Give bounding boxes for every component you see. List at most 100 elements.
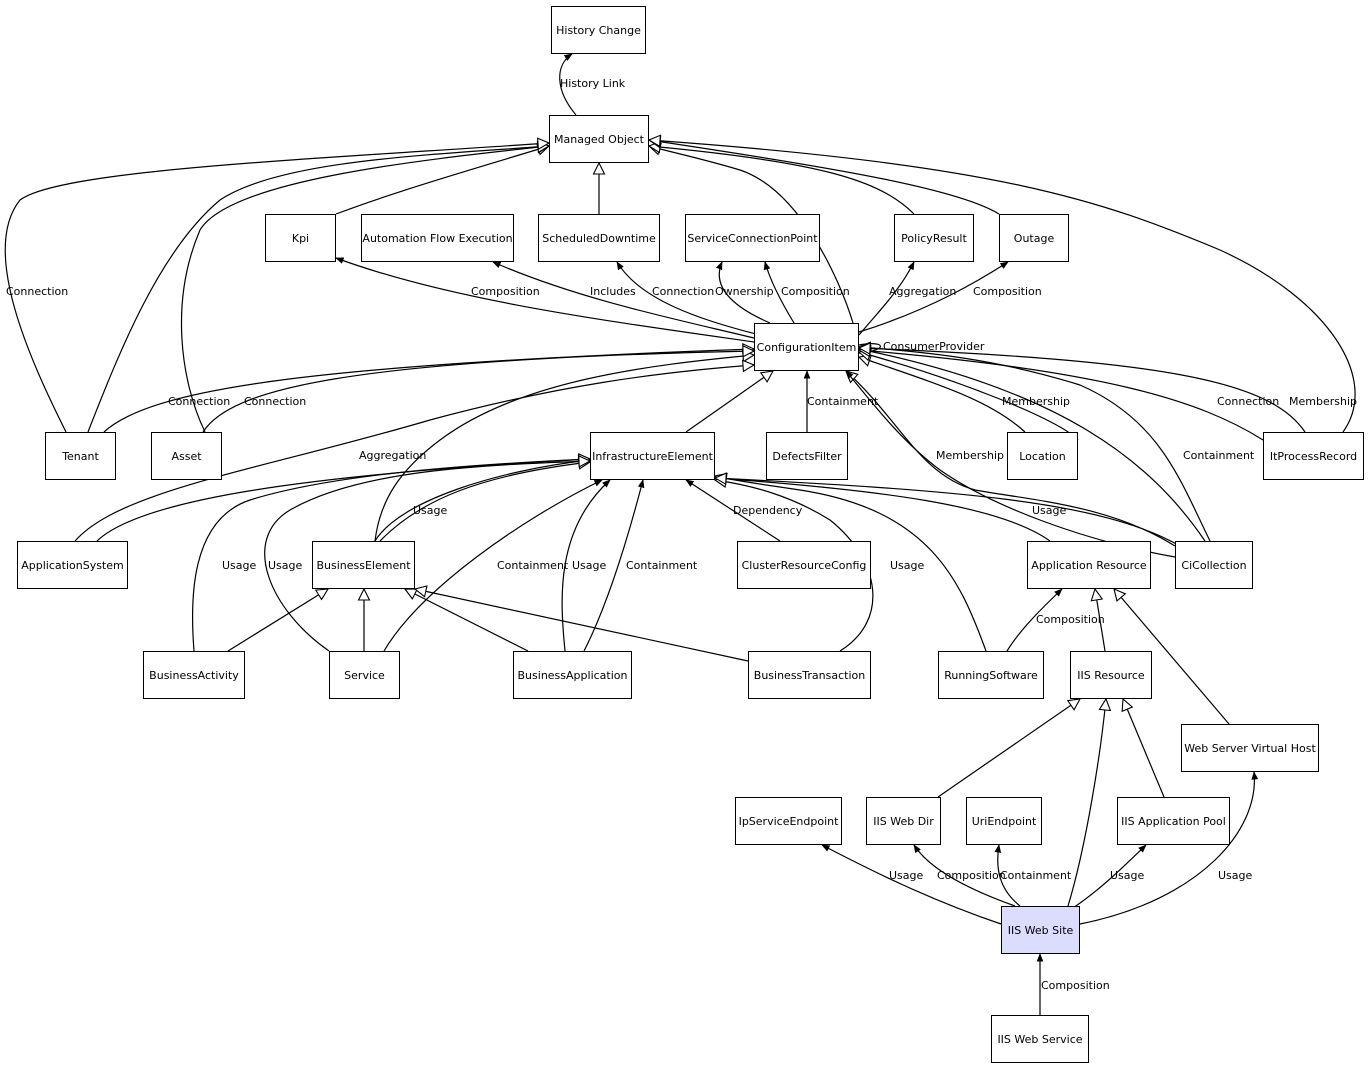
- edge-label-e-bt-usage-ie: Usage: [890, 559, 925, 572]
- node-location[interactable]: Location: [1007, 432, 1078, 480]
- node-web-server-virtual-host[interactable]: Web Server Virtual Host: [1181, 724, 1319, 772]
- edge-gen-be-ci: [374, 355, 754, 542]
- node-infrastructure-element[interactable]: InfrastructureElement: [590, 432, 715, 480]
- edge-e-bt-usage-ie: [715, 480, 874, 652]
- edge-gen-itpr-mo: [649, 140, 1356, 433]
- edge-gen-ci: [649, 146, 854, 324]
- edge-e-cicoll-cont-ci: [859, 347, 1211, 542]
- node-running-software[interactable]: RunningSoftware: [938, 651, 1044, 699]
- edge-label-e-ws-cont-uri: Containment: [1000, 869, 1072, 882]
- node-history-change[interactable]: History Change: [551, 6, 646, 54]
- node-service[interactable]: Service: [329, 651, 400, 699]
- node-business-activity[interactable]: BusinessActivity: [143, 651, 245, 699]
- edge-label-e-cicoll-memb-ci: Membership: [936, 449, 1004, 462]
- edge-e-ba-usage-ie: [191, 459, 590, 652]
- node-asset[interactable]: Asset: [151, 432, 222, 480]
- node-uri-endpoint[interactable]: UriEndpoint: [966, 797, 1042, 845]
- edge-e-itpr-memb-ci: [859, 348, 1306, 433]
- edge-e-cicoll-memb-ci: [845, 370, 1176, 558]
- edge-label-e-appsys-aggr-ci: Aggregation: [359, 449, 426, 462]
- edge-label-e-ci-incl-afe: Includes: [590, 285, 636, 298]
- node-service-connection-point[interactable]: ServiceConnectionPoint: [685, 214, 820, 262]
- node-application-resource[interactable]: Application Resource: [1027, 541, 1151, 589]
- edge-e-itpr-conn-ci: [859, 350, 1264, 441]
- node-application-system[interactable]: ApplicationSystem: [17, 541, 128, 589]
- edge-label-e-ci-comp-out: Composition: [973, 285, 1042, 298]
- edge-label-e-ws-comp-dir: Composition: [937, 869, 1006, 882]
- edge-label-e-svc-usage-ie: Usage: [268, 559, 303, 572]
- edge-e-ws-usage-ipse: [821, 844, 1002, 925]
- edge-gen-cicoll-ci-b: [859, 349, 1206, 542]
- edge-label-e-itpr-conn-ci: Connection: [1217, 395, 1279, 408]
- edge-e-svc-usage-ie: [264, 461, 590, 652]
- edge-label-e-ws-usage-pool: Usage: [1110, 869, 1145, 882]
- edge-label-e-crc-dep-ie: Dependency: [733, 504, 803, 517]
- edge-label-e-cicoll-cont-ci: Containment: [1183, 449, 1255, 462]
- edge-gen-ba-be: [227, 589, 328, 652]
- edge-label-e-be-usage-ie: Usage: [413, 504, 448, 517]
- node-automation-flow-execution[interactable]: Automation Flow Execution: [361, 214, 514, 262]
- edge-e-asset-conn-ci: [202, 351, 754, 433]
- node-configuration-item[interactable]: ConfigurationItem: [754, 323, 859, 371]
- edge-e-ci-conn-sd: [616, 261, 761, 336]
- edge-label-e-cicoll-usage-ie: Usage: [1032, 504, 1067, 517]
- node-iis-web-dir[interactable]: IIS Web Dir: [866, 797, 941, 845]
- node-business-application[interactable]: BusinessApplication: [513, 651, 632, 699]
- edge-label-e-loc-memb-ci: Membership: [1002, 395, 1070, 408]
- edge-label-e-rs-comp-ar: Composition: [1036, 613, 1105, 626]
- edge-label-e-ci-conn-sd: Connection: [652, 285, 714, 298]
- edge-label-e-ci-comp-kpi: Composition: [471, 285, 540, 298]
- node-cluster-resource-config[interactable]: ClusterResourceConfig: [737, 541, 871, 589]
- edge-e-svc-cont-ie: [383, 479, 603, 652]
- edge-e-crc-dep-ie: [685, 479, 781, 542]
- edge-gen-rs-ie: [715, 476, 987, 652]
- edge-e-ci-incl-afe: [492, 261, 755, 339]
- edge-label-e-tenant-conn-ci: Connection: [168, 395, 230, 408]
- edge-label-e-ws-usage-ipse: Usage: [889, 869, 924, 882]
- edge-label-e-svc-cont-ie: Containment: [497, 559, 569, 572]
- edge-e-be-usage-ie: [379, 462, 590, 542]
- node-ci-collection[interactable]: CiCollection: [1175, 541, 1253, 589]
- node-iis-web-service[interactable]: IIS Web Service: [991, 1015, 1089, 1063]
- edge-label-e-wsvc-comp-ws: Composition: [1041, 979, 1110, 992]
- edge-label-e-itpr-memb-ci: Membership: [1289, 395, 1357, 408]
- node-it-process-record[interactable]: ItProcessRecord: [1263, 432, 1364, 480]
- node-tenant[interactable]: Tenant: [45, 432, 116, 480]
- edge-gen-bapp-be: [405, 589, 529, 652]
- node-policy-result[interactable]: PolicyResult: [894, 214, 974, 262]
- edge-label-e-ba-usage-ie: Usage: [222, 559, 257, 572]
- node-outage[interactable]: Outage: [999, 214, 1069, 262]
- edge-e-ci-comp-out: [858, 261, 1009, 333]
- edge-e-appsys-aggr-ci: [74, 365, 754, 542]
- edge-gen-bt-be: [415, 589, 749, 662]
- edge-gen-vhost-ar: [1114, 589, 1230, 725]
- node-scheduled-downtime[interactable]: ScheduledDowntime: [538, 214, 660, 262]
- edge-e-bapp-cont-ie: [583, 479, 645, 652]
- edge-e-ci-comp-kpi: [335, 257, 755, 343]
- node-ip-service-endpoint[interactable]: IpServiceEndpoint: [735, 797, 842, 845]
- edge-label-e-tenant-conn-mo: Connection: [6, 285, 68, 298]
- edge-label-e-ci-comp-scp: Composition: [781, 285, 850, 298]
- edge-gen-ie-ci: [685, 371, 773, 433]
- edge-gen-cicoll-ci: [846, 371, 1176, 547]
- edge-label-e-ws-usage-vhost: Usage: [1218, 869, 1253, 882]
- edge-e-ws-usage-vhost: [1079, 771, 1259, 925]
- node-business-element[interactable]: BusinessElement: [312, 541, 415, 589]
- node-kpi[interactable]: Kpi: [265, 214, 336, 262]
- node-defects-filter[interactable]: DefectsFilter: [766, 432, 848, 480]
- edge-e-ci-own-scp: [715, 261, 771, 324]
- node-iis-application-pool[interactable]: IIS Application Pool: [1117, 797, 1230, 845]
- node-iis-web-site[interactable]: IIS Web Site: [1001, 906, 1080, 954]
- edge-gen-tenant-b: [87, 146, 549, 433]
- edge-gen-policy: [649, 146, 915, 215]
- node-managed-object[interactable]: Managed Object: [549, 115, 649, 163]
- edge-e-ws-cont-uri: [994, 844, 1021, 907]
- node-iis-resource[interactable]: IIS Resource: [1070, 651, 1152, 699]
- node-business-transaction[interactable]: BusinessTransaction: [748, 651, 871, 699]
- edge-label-e-ci-aggr-pr: Aggregation: [889, 285, 956, 298]
- edge-gen-site-iisres: [1067, 699, 1106, 907]
- edge-gen-be-ie-b: [374, 460, 590, 542]
- edge-gen-dir-iisres: [937, 699, 1080, 798]
- edge-e-loc-memb-ci: [859, 352, 1079, 441]
